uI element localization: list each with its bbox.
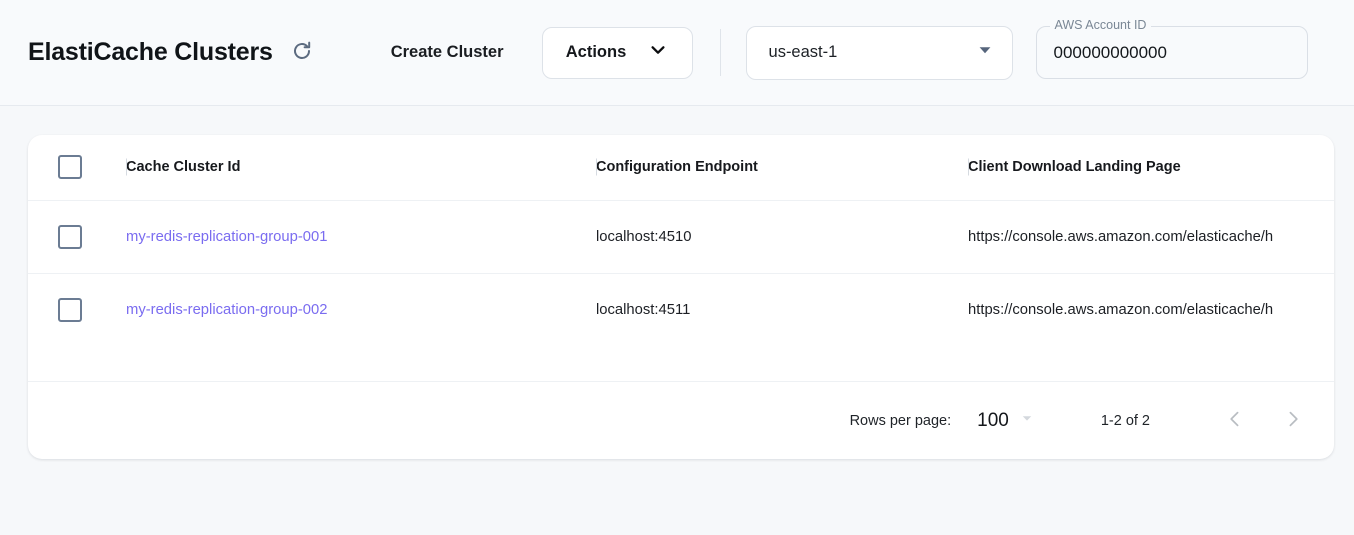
region-select-value: us-east-1 [768,43,838,61]
actions-button-label: Actions [565,43,627,61]
page-title: ElastiCache Clusters [28,38,273,66]
cell-configuration-endpoint: localhost:4510 [596,199,968,273]
select-all-header [28,135,126,200]
toolbar-divider [719,29,721,76]
row-checkbox[interactable] [58,224,82,249]
select-all-checkbox[interactable] [58,155,82,180]
pagination-range-label: 1-2 of 2 [1100,412,1150,429]
clusters-card: Cache Cluster Id Configuration Endpoint … [28,135,1334,459]
aws-account-id-value: 000000000000 [1053,42,1167,62]
cell-client-download-landing-page: https://console.aws.amazon.com/elasticac… [968,199,1334,273]
chevron-left-icon [1224,408,1246,433]
column-header-cache-cluster-id[interactable]: Cache Cluster Id [126,135,596,200]
previous-page-button[interactable] [1212,398,1258,444]
chevron-right-icon [1282,408,1304,433]
table-row[interactable]: my-redis-replication-group-001 localhost… [28,199,1334,273]
refresh-icon [290,39,314,66]
cell-configuration-endpoint: localhost:4511 [596,272,968,346]
main-content: Cache Cluster Id Configuration Endpoint … [0,106,1354,459]
table-pagination: Rows per page: 100 1-2 of 2 [28,381,1334,459]
cell-cache-cluster-id: my-redis-replication-group-001 [126,199,596,273]
triangle-down-icon [976,41,994,64]
cluster-id-link[interactable]: my-redis-replication-group-001 [126,228,328,245]
table-body: my-redis-replication-group-001 localhost… [28,199,1334,346]
table-row[interactable]: my-redis-replication-group-002 localhost… [28,272,1334,346]
column-header-client-download-landing-page[interactable]: Client Download Landing Page [968,135,1334,200]
app-header: ElastiCache Clusters Create Cluster Acti… [0,0,1354,106]
aws-account-id-label: AWS Account ID [1049,19,1152,32]
cell-cache-cluster-id: my-redis-replication-group-002 [126,272,596,346]
clusters-table: Cache Cluster Id Configuration Endpoint … [28,135,1334,346]
create-cluster-button[interactable]: Create Cluster [387,35,508,70]
rows-per-page-select[interactable]: 100 [977,410,1034,432]
row-select-cell [28,272,126,346]
cluster-id-link[interactable]: my-redis-replication-group-002 [126,301,328,318]
chevron-down-icon [648,40,668,65]
rows-per-page-label: Rows per page: [849,412,952,429]
rows-per-page-value: 100 [977,409,1009,431]
actions-button[interactable]: Actions [541,26,693,79]
row-select-cell [28,199,126,273]
caret-down-icon [1020,411,1034,430]
row-checkbox[interactable] [58,297,82,322]
region-select[interactable]: us-east-1 [745,25,1013,80]
aws-account-id-field[interactable]: AWS Account ID 000000000000 [1035,19,1308,79]
column-header-configuration-endpoint[interactable]: Configuration Endpoint [596,135,968,200]
table-header-row: Cache Cluster Id Configuration Endpoint … [28,135,1334,200]
next-page-button[interactable] [1270,398,1316,444]
cell-client-download-landing-page: https://console.aws.amazon.com/elasticac… [968,272,1334,346]
refresh-button[interactable] [287,38,317,68]
table-header: Cache Cluster Id Configuration Endpoint … [28,135,1334,200]
